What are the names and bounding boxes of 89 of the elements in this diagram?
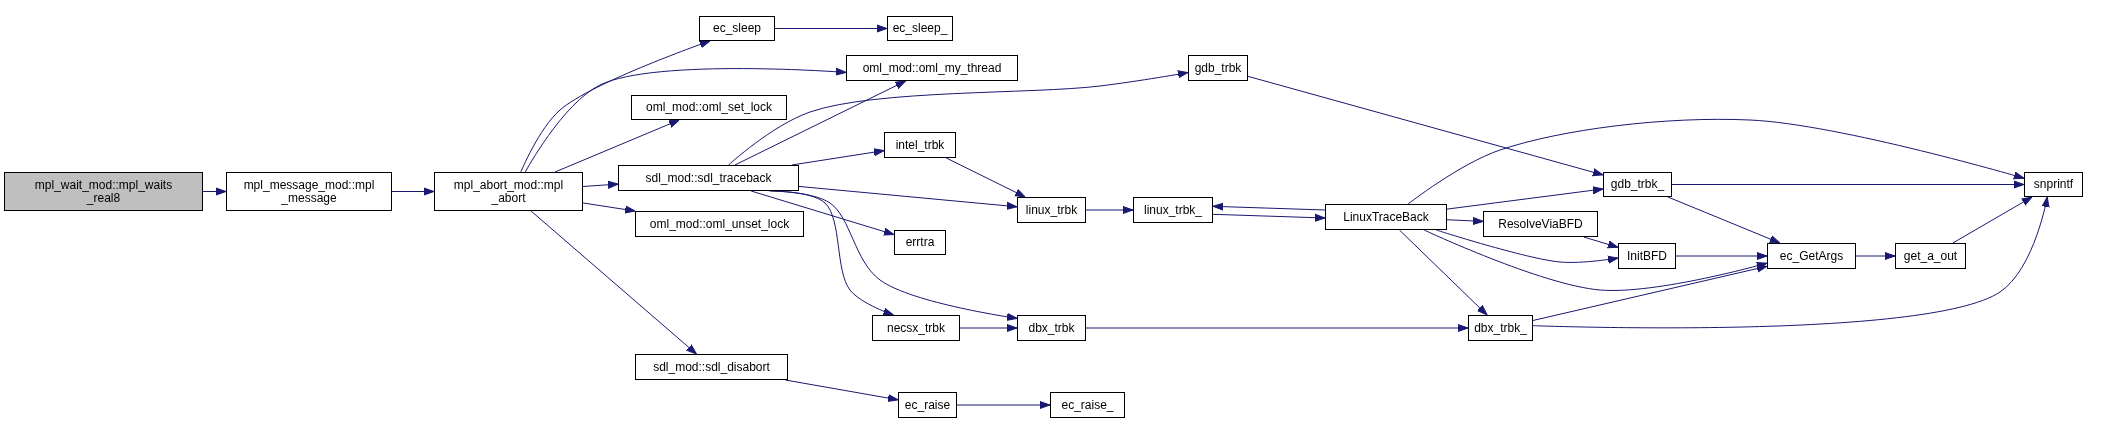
call-arrow	[1247, 75, 1604, 177]
call-arrow	[1423, 229, 1768, 291]
function-box	[1895, 243, 1966, 269]
call-arrow	[734, 80, 907, 166]
function-box	[1017, 315, 1086, 341]
call-arrow	[1532, 196, 2050, 329]
call-arrow	[1952, 196, 2033, 244]
function-box	[1188, 55, 1248, 81]
function-name: ec_sleep_	[892, 22, 948, 35]
call-arrow	[1667, 196, 1781, 244]
function-name: sdl_mod::sdl_traceback	[645, 171, 772, 185]
call-arrow	[1085, 324, 1469, 332]
call-arrow	[1407, 118, 2025, 205]
function-name: gdb_trbk_	[1610, 178, 1665, 191]
call-arrow	[750, 190, 895, 236]
function-name: snprintf	[2033, 178, 2074, 191]
call-arrow	[945, 157, 1026, 198]
function-name: ec_raise	[904, 398, 951, 412]
function-name: mpl_message_mod::mpl _message	[242, 178, 376, 205]
call-arrow	[774, 24, 888, 33]
function-name: dbx_trbk	[1028, 321, 1075, 335]
call-arrow	[1435, 229, 1619, 264]
function-box	[1325, 204, 1447, 230]
function-name: oml_mod::oml_my_thread	[862, 61, 1002, 75]
function-name: intel_trbk	[895, 138, 945, 152]
function-name: get_a_out	[1903, 249, 1958, 263]
function-box	[434, 172, 583, 211]
function-box	[898, 392, 957, 418]
function-box	[1468, 315, 1533, 341]
call-arrow	[1398, 229, 1488, 316]
function-name: ec_raise_	[1061, 398, 1114, 412]
call-arrow	[959, 324, 1018, 332]
function-box	[631, 95, 787, 120]
function-box	[2024, 172, 2083, 197]
function-box	[1483, 211, 1598, 237]
function-box	[1133, 197, 1213, 223]
call-arrow	[1085, 206, 1134, 214]
call-arrow	[554, 119, 680, 173]
call-arrow	[1671, 180, 2025, 189]
call-arrow	[582, 202, 636, 214]
function-name: mpl_wait_mod::mpl_waits _real8	[33, 178, 174, 205]
call-arrow	[530, 210, 697, 355]
function-name: oml_mod::oml_unset_lock	[649, 217, 790, 231]
call-arrow	[1855, 252, 1896, 260]
call-arrow	[524, 67, 847, 173]
function-box	[1050, 392, 1125, 418]
function-box	[846, 55, 1018, 81]
call-arrow	[728, 70, 1189, 166]
function-box	[226, 172, 392, 211]
call-arrow	[1212, 213, 1326, 222]
call-arrow	[202, 187, 227, 196]
function-name: LinuxTraceBack	[1343, 210, 1429, 224]
function-name: necsx_trbk	[887, 321, 945, 335]
function-name: sdl_mod::sdl_disabort	[653, 360, 770, 374]
function-name: linux_trbk	[1025, 203, 1078, 217]
function-box	[884, 132, 956, 158]
call-arrow	[1532, 264, 1768, 321]
function-box	[1603, 172, 1672, 197]
function-name: ec_GetArgs	[1779, 249, 1844, 263]
function-name: InitBFD	[1627, 249, 1667, 263]
function-name: errtra	[905, 236, 935, 249]
call-arrow	[1446, 186, 1604, 210]
function-box	[635, 211, 804, 237]
function-name: ResolveViaBFD	[1498, 217, 1583, 231]
call-arrow	[391, 187, 435, 196]
call-arrow	[1675, 252, 1768, 260]
function-box	[1017, 197, 1086, 223]
call-arrow	[520, 40, 711, 173]
function-name: mpl_abort_mod::mpl _abort	[452, 178, 565, 205]
function-box	[635, 354, 788, 380]
call-arrow	[582, 180, 619, 189]
call-arrow	[956, 401, 1051, 409]
function-box	[872, 315, 960, 341]
function-box	[4, 172, 203, 211]
function-box	[699, 16, 775, 41]
call-arrow	[798, 185, 1018, 210]
function-name: oml_mod::oml_set_lock	[645, 101, 773, 114]
function-box	[1618, 243, 1676, 269]
call-arrow	[1446, 216, 1484, 225]
function-name: dbx_trbk_	[1474, 321, 1527, 335]
function-name: ec_sleep	[712, 22, 761, 35]
function-name: linux_trbk_	[1144, 203, 1202, 217]
function-box	[887, 16, 953, 41]
call-arrow	[1583, 236, 1619, 249]
function-box	[894, 230, 946, 255]
function-box	[618, 165, 799, 191]
function-name: gdb_trbk	[1194, 61, 1242, 75]
function-box	[1767, 243, 1856, 269]
call-arrow	[1212, 202, 1326, 211]
